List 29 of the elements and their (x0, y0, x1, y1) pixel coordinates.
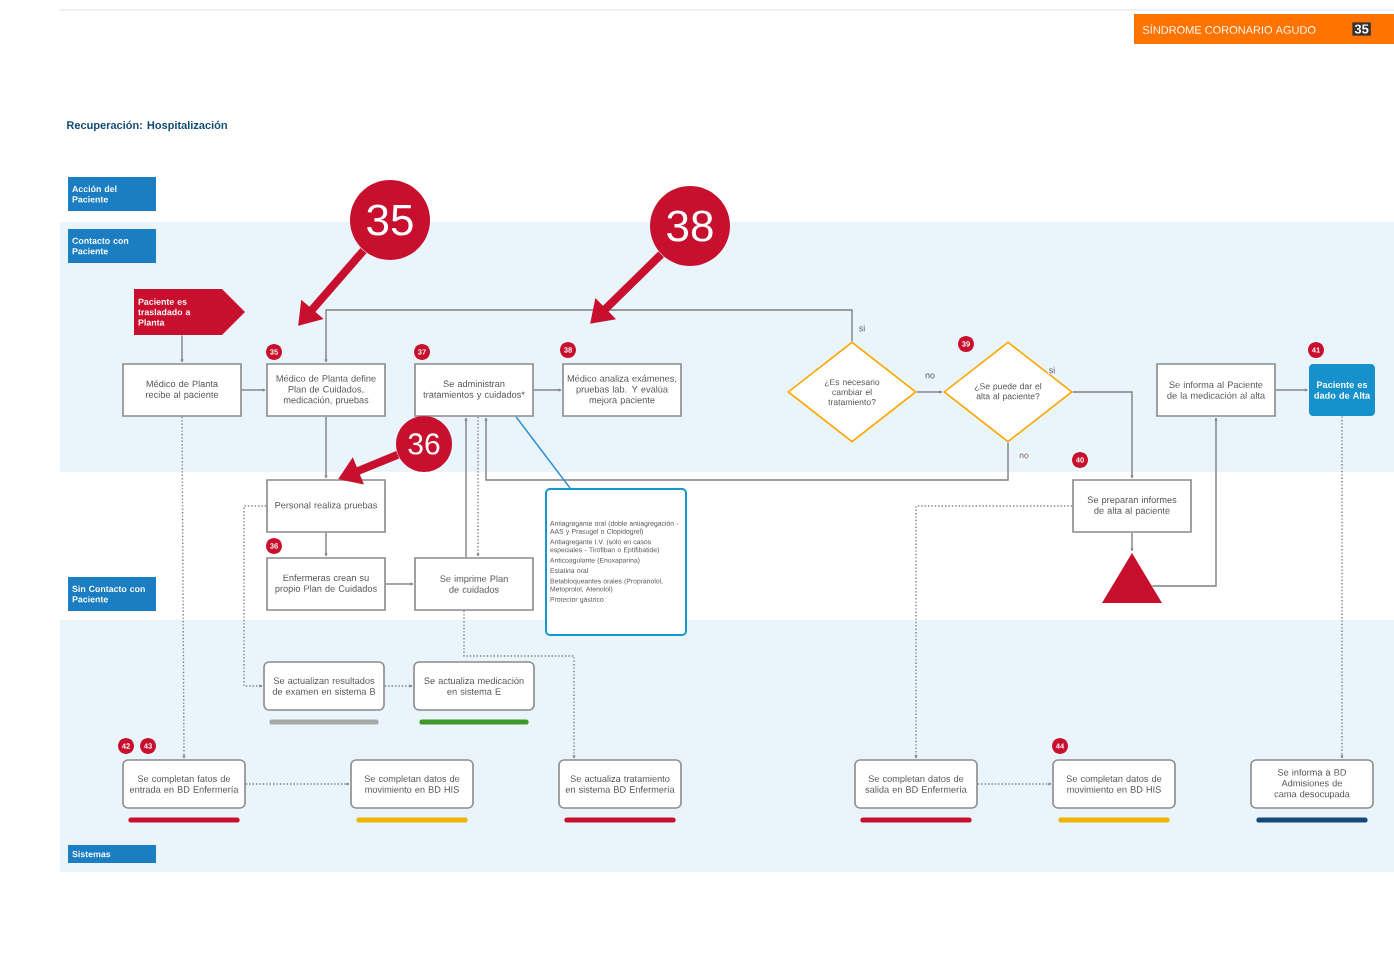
callout-number: 36 (396, 416, 452, 472)
arrow (324, 416, 328, 479)
arrow (324, 309, 853, 363)
arrow (484, 417, 1009, 481)
arrow (914, 505, 1073, 759)
arrow (1275, 388, 1308, 392)
arrow (533, 388, 562, 392)
arrow (384, 684, 413, 688)
arrow (1151, 417, 1218, 587)
triangle-shape (1102, 553, 1162, 603)
arrow (464, 417, 468, 558)
arrow (243, 505, 267, 688)
arrow (241, 388, 266, 392)
arrow (1130, 532, 1134, 552)
arrow (590, 251, 664, 324)
callout-number: 38 (650, 186, 730, 266)
arrow (324, 532, 328, 557)
arrow (476, 416, 480, 557)
arrow (245, 782, 350, 786)
arrow (180, 334, 184, 363)
arrow (916, 390, 943, 394)
arrow (977, 782, 1052, 786)
arrow (1340, 415, 1344, 759)
arrow (181, 416, 186, 759)
arrow (463, 610, 576, 759)
arrow (1072, 391, 1134, 479)
arrow (385, 582, 414, 586)
leader-line (515, 416, 571, 489)
callout-number: 35 (350, 180, 430, 260)
